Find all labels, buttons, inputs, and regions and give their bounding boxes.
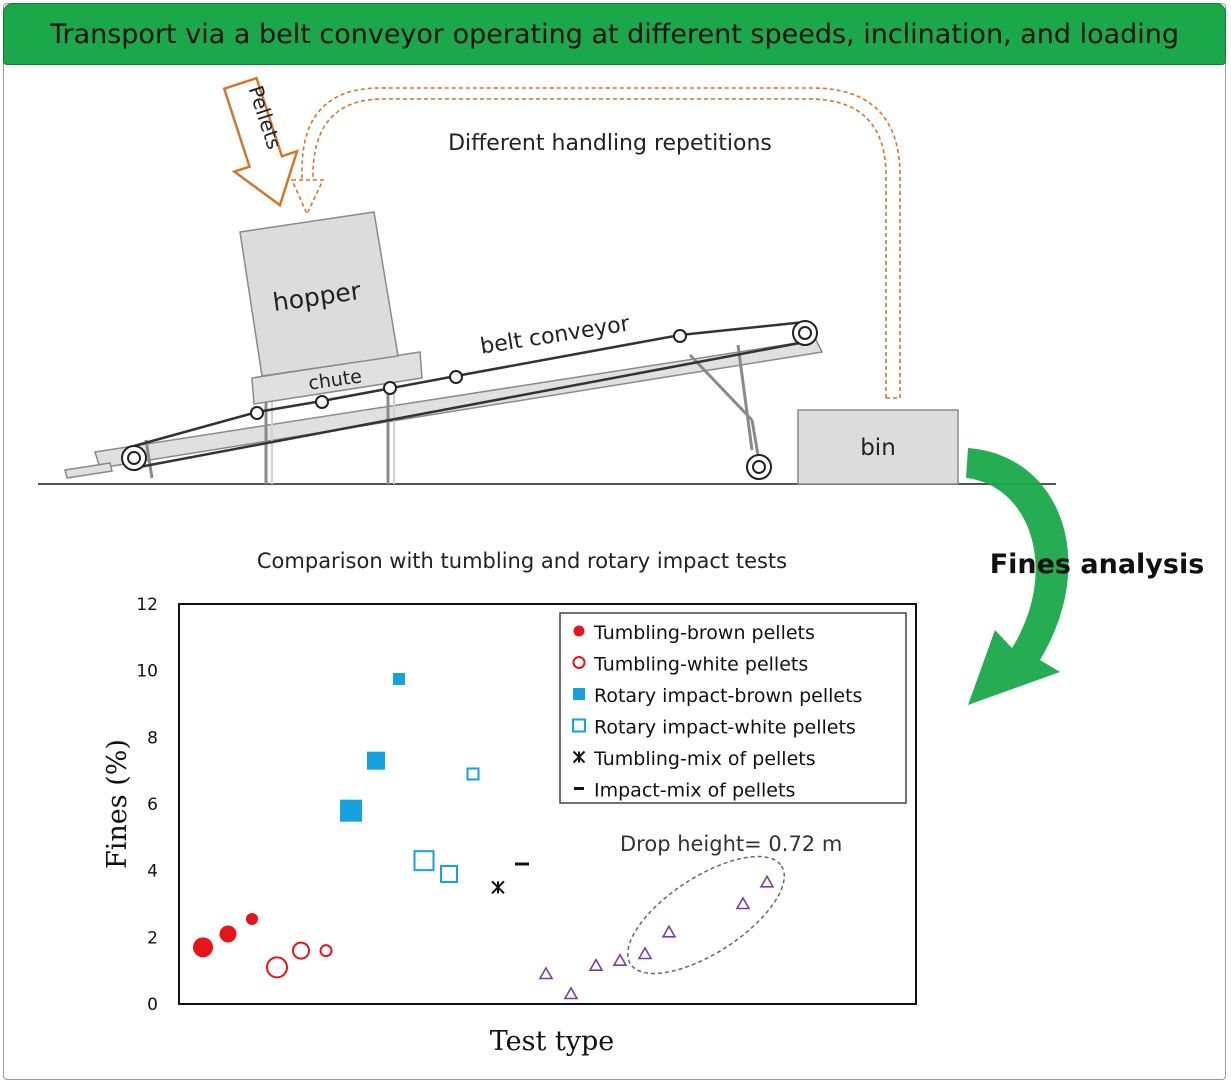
legend-entry: Tumbling-brown pellets xyxy=(573,622,815,644)
legend-entry: Tumbling-mix of pellets xyxy=(572,748,816,770)
data-point-open-triangle xyxy=(563,986,579,1000)
legend-label: Tumbling-brown pellets xyxy=(593,622,815,644)
data-point-star xyxy=(491,880,505,895)
bin: bin xyxy=(797,409,959,485)
legend-marker xyxy=(573,625,585,637)
y-axis-label: Fines (%) xyxy=(102,739,133,869)
hopper: hopper xyxy=(239,211,399,377)
y-tick-label: 4 xyxy=(147,862,158,882)
data-point-open-triangle xyxy=(612,953,628,966)
legend-marker xyxy=(572,750,586,764)
data-point-filled-square xyxy=(367,751,385,770)
banner-title: Transport via a belt conveyor operating … xyxy=(49,18,1180,50)
data-point-open-square xyxy=(440,865,458,883)
legend-label: Impact-mix of pellets xyxy=(594,780,795,802)
data-points xyxy=(193,673,775,1000)
data-point-open-circle xyxy=(319,944,333,958)
data-point-open-circle xyxy=(292,941,310,960)
drop-height-ellipse xyxy=(626,855,786,975)
data-point-filled-circle xyxy=(193,937,213,958)
y-tick-label: 8 xyxy=(147,728,158,748)
repetition-return-arrow xyxy=(290,87,901,399)
y-axis-ticks: 0 2 4 6 8 10 12 xyxy=(136,595,158,1015)
drop-height-annotation: Drop height= 0.72 m xyxy=(620,832,842,856)
fines-analysis-label: Fines analysis xyxy=(990,549,1205,580)
bin-label: bin xyxy=(860,435,896,461)
data-point-open-triangle xyxy=(588,958,604,971)
legend-marker xyxy=(572,718,586,733)
head-pulley xyxy=(792,320,818,346)
y-tick-label: 2 xyxy=(147,928,158,948)
data-point-open-triangle xyxy=(637,946,653,960)
y-tick-label: 0 xyxy=(147,995,158,1015)
conveyor-frame xyxy=(64,339,824,484)
data-point-open-triangle xyxy=(759,874,775,888)
y-tick-label: 6 xyxy=(147,795,158,815)
x-axis-label: Test type xyxy=(490,1026,615,1057)
data-point-filled-circle xyxy=(246,913,258,925)
legend-entry: Impact-mix of pellets xyxy=(574,780,795,802)
tail-pulley xyxy=(121,445,147,471)
data-point-filled-square xyxy=(393,673,405,685)
belt-label: belt conveyor xyxy=(479,311,633,359)
data-point-open-square xyxy=(466,767,480,781)
repetitions-label: Different handling repetitions xyxy=(448,131,772,156)
legend-entry: Rotary impact-brown pellets xyxy=(573,685,862,707)
data-point-open-circle xyxy=(266,956,288,979)
legend-label: Tumbling-white pellets xyxy=(593,654,808,676)
legend-entry: Rotary impact-white pellets xyxy=(572,717,856,739)
pellets-arrow: Pellets xyxy=(222,76,300,208)
chute: chute xyxy=(251,351,423,405)
legend-entry: Tumbling-white pellets xyxy=(572,654,808,676)
data-point-filled-square xyxy=(340,799,362,822)
legend-marker xyxy=(572,656,586,669)
data-point-open-triangle xyxy=(735,896,751,910)
data-point-filled-circle xyxy=(219,925,237,943)
fines-analysis-arrow xyxy=(966,448,1069,705)
y-tick-label: 12 xyxy=(136,595,158,615)
y-tick-label: 10 xyxy=(136,662,158,682)
legend-label: Tumbling-mix of pellets xyxy=(593,748,816,770)
data-point-open-square xyxy=(413,850,435,872)
data-point-open-triangle xyxy=(661,924,677,938)
legend-marker xyxy=(573,688,585,700)
title-banner: Transport via a belt conveyor operating … xyxy=(3,3,1226,65)
legend-label: Rotary impact-white pellets xyxy=(594,717,856,739)
legend-label: Rotary impact-brown pellets xyxy=(594,685,862,707)
idlers xyxy=(250,329,687,420)
data-point-open-triangle xyxy=(538,966,554,980)
support-wheel xyxy=(746,454,772,480)
fines-chart: 0 2 4 6 8 10 12 Fines (%) Test type Drop heigh… xyxy=(102,595,917,1057)
comparison-title: Comparison with tumbling and rotary impa… xyxy=(257,549,787,573)
